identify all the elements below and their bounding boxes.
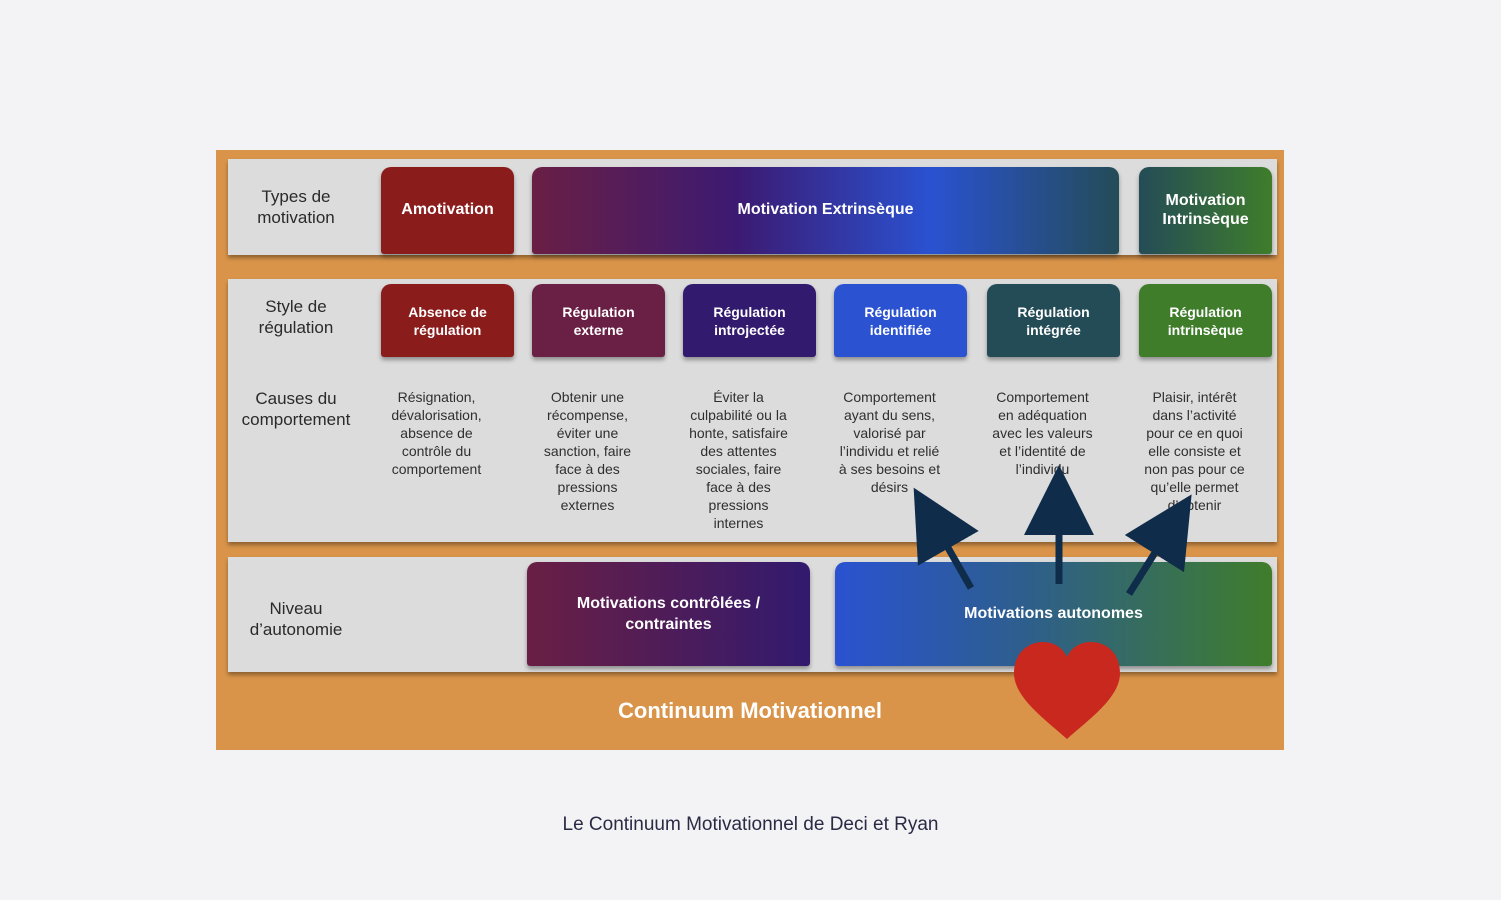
figure-caption: Le Continuum Motivationnel de Deci et Ry…: [562, 814, 939, 835]
regulation-box-integree: Régulation intégrée: [987, 284, 1120, 357]
cause-text-intrinseque: Plaisir, intérêt dans l’activité pour ce…: [1144, 389, 1245, 513]
extrinsic-motivation-label: Motivation Extrinsèque: [737, 201, 914, 219]
regulation-label: Absence de régulation: [408, 303, 487, 338]
autonomous-motivations-label: Motivations autonomes: [964, 604, 1143, 622]
amotivation-label: Amotivation: [401, 201, 494, 219]
heart-icon: [1014, 642, 1120, 739]
regulation-label: Régulation identifiée: [864, 303, 937, 338]
intrinsic-motivation-box: Motivation Intrinsèque: [1139, 167, 1272, 254]
regulation-label: Régulation externe: [562, 303, 635, 338]
style-row-label: Style de régulation: [258, 297, 334, 337]
extrinsic-motivation-box: Motivation Extrinsèque: [532, 167, 1119, 254]
cause-text-introjectee: Éviter la culpabilité ou la honte, satis…: [689, 389, 788, 531]
cause-text-identifiee: Comportement ayant du sens, valorisé par…: [838, 389, 941, 495]
regulation-box-externe: Régulation externe: [532, 284, 665, 357]
controlled-motivations-box: Motivations contrôlées / contraintes: [527, 562, 810, 666]
intrinsic-motivation-label: Motivation Intrinsèque: [1162, 192, 1249, 228]
arrow-to-identified: [913, 487, 979, 590]
autonomy-row-label: Niveau d’autonomie: [249, 599, 343, 639]
controlled-motivations-label: Motivations contrôlées / contraintes: [576, 595, 761, 633]
causes-row-label: Causes du comportement: [241, 389, 351, 429]
motivation-continuum-diagram: Types de motivation Amotivation Motivati…: [216, 150, 1284, 750]
amotivation-box: Amotivation: [381, 167, 514, 254]
arrows-and-heart-layer: [913, 465, 1192, 739]
regulation-label: Régulation intégrée: [1017, 303, 1090, 338]
cause-text-externe: Obtenir une récompense, éviter une sanct…: [543, 389, 632, 513]
continuum-title: Continuum Motivationnel: [618, 698, 882, 723]
types-row-label: Types de motivation: [257, 187, 335, 227]
cause-text-absence: Résignation, dévalorisation, absence de …: [391, 389, 482, 477]
regulation-box-intrinseque: Régulation intrinsèque: [1139, 284, 1272, 357]
regulation-label: Régulation introjectée: [713, 303, 786, 338]
cause-text-integree: Comportement en adéquation avec les vale…: [992, 389, 1093, 477]
regulation-box-introjectee: Régulation introjectée: [683, 284, 816, 357]
regulation-label: Régulation intrinsèque: [1167, 303, 1244, 338]
regulation-box-identifiee: Régulation identifiée: [834, 284, 967, 357]
regulation-box-absence: Absence de régulation: [381, 284, 514, 357]
arrow-to-intrinsic: [1124, 494, 1192, 596]
